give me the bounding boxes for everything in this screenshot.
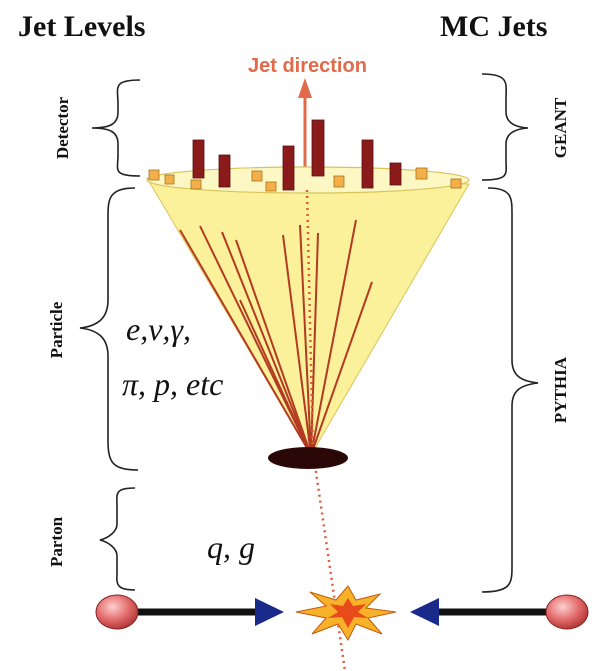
jet-cone xyxy=(146,177,470,456)
level-label-particle: Particle xyxy=(47,301,66,358)
track xyxy=(310,281,373,456)
jet-direction-arrowhead xyxy=(298,78,312,98)
particle-list-line1: e,ν,γ, xyxy=(126,311,191,347)
beam-right-arrowhead xyxy=(410,598,439,626)
level-label-detector: Detector xyxy=(53,96,72,159)
cell xyxy=(164,174,175,185)
track xyxy=(179,229,312,456)
track xyxy=(235,239,312,456)
track xyxy=(310,219,357,456)
jet-direction-label: Jet direction xyxy=(248,55,367,77)
track xyxy=(282,234,312,456)
parton-brace xyxy=(99,487,136,591)
cell xyxy=(450,178,462,189)
heading-mc-jets: MC Jets xyxy=(440,10,547,43)
heading-jet-levels: Jet Levels xyxy=(18,10,145,43)
jet-vertex xyxy=(268,447,348,469)
parton-axis-dotted xyxy=(313,464,347,671)
cell xyxy=(148,169,160,181)
track xyxy=(299,224,312,456)
cell xyxy=(190,179,202,190)
tower xyxy=(361,139,374,189)
particle-list-line2: π, p, etc xyxy=(122,366,223,402)
geant-brace xyxy=(481,73,529,181)
parton-list: q, g xyxy=(207,529,255,565)
cell xyxy=(251,170,263,182)
pythia-brace xyxy=(481,187,539,593)
level-label-parton: Parton xyxy=(47,516,66,567)
beam-left-arrowhead xyxy=(255,598,284,626)
beam-particle-left xyxy=(95,594,139,630)
tower xyxy=(192,139,205,179)
tower xyxy=(282,145,295,191)
jet-axis-dotted xyxy=(305,189,315,456)
track xyxy=(221,231,312,456)
collision-burst-core xyxy=(328,598,368,628)
generator-label-pythia: PYTHIA xyxy=(551,356,570,423)
generator-label-geant: GEANT xyxy=(551,97,570,158)
beam-particle-right xyxy=(545,594,589,630)
tower xyxy=(311,119,325,177)
cell xyxy=(333,175,345,188)
cell xyxy=(415,167,428,180)
detector-brace xyxy=(91,79,141,177)
particle-brace xyxy=(79,187,139,471)
detector-towers xyxy=(192,119,402,191)
calorimeter-cells xyxy=(148,167,462,192)
cell xyxy=(265,181,277,192)
tower xyxy=(218,154,231,188)
tower xyxy=(389,162,402,186)
track xyxy=(239,299,312,456)
